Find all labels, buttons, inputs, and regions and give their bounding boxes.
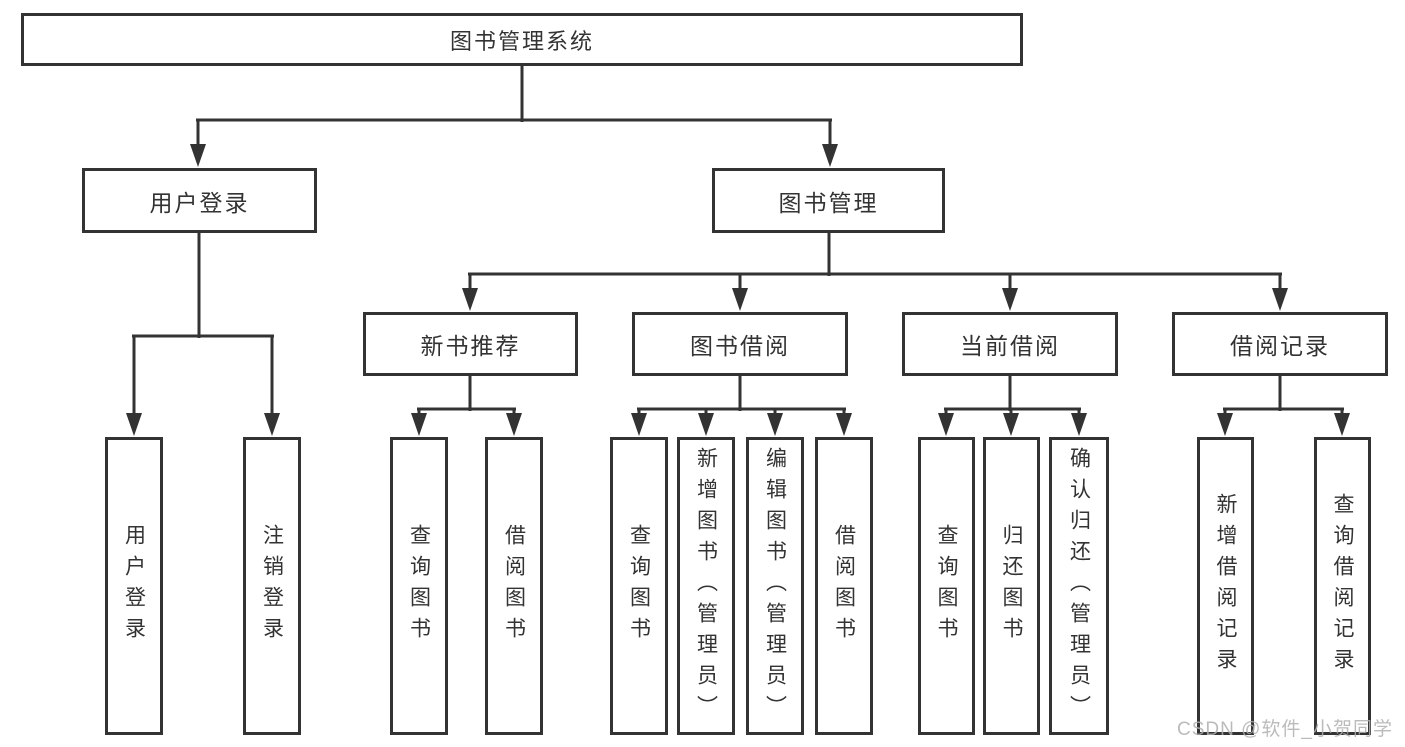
leaf-user-login: 用户登录 xyxy=(105,437,163,735)
leaf-label: 编辑图书（管理员） xyxy=(763,446,787,726)
node-library-management-system: 图书管理系统 xyxy=(21,13,1023,66)
leaf-label: 归还图书 xyxy=(1000,524,1023,648)
leaf-label: 新增图书（管理员） xyxy=(694,446,718,726)
leaf-label: 查询借阅记录 xyxy=(1331,493,1354,679)
leaf-borrow-books-recommend: 借阅图书 xyxy=(485,437,543,735)
leaf-query-books-borrowing: 查询图书 xyxy=(610,437,668,735)
leaf-add-borrow-record: 新增借阅记录 xyxy=(1197,437,1254,735)
leaf-confirm-return-admin: 确认归还（管理员） xyxy=(1049,437,1109,735)
node-book-borrowing: 图书借阅 xyxy=(632,312,848,376)
node-label: 图书管理系统 xyxy=(449,28,594,54)
node-current-borrowing: 当前借阅 xyxy=(902,312,1118,376)
leaf-query-books-recommend: 查询图书 xyxy=(390,437,448,735)
leaf-label: 查询图书 xyxy=(627,524,651,648)
leaf-borrow-books: 借阅图书 xyxy=(815,437,873,735)
leaf-label: 确认归还（管理员） xyxy=(1067,446,1091,726)
node-borrow-records: 借阅记录 xyxy=(1172,312,1388,376)
leaf-label: 新增借阅记录 xyxy=(1214,493,1237,679)
leaf-query-borrow-record: 查询借阅记录 xyxy=(1314,437,1371,735)
leaf-label: 注销登录 xyxy=(260,524,284,648)
leaf-logout: 注销登录 xyxy=(243,437,301,735)
leaf-label: 借阅图书 xyxy=(832,524,856,648)
leaf-label: 查询图书 xyxy=(407,524,431,648)
leaf-label: 借阅图书 xyxy=(502,524,526,648)
watermark: CSDN @软件_小贺同学 xyxy=(1177,719,1393,740)
leaf-query-books-current: 查询图书 xyxy=(918,437,975,735)
node-book-management: 图书管理 xyxy=(712,168,945,233)
node-label: 用户登录 xyxy=(149,189,250,216)
leaf-label: 查询图书 xyxy=(935,524,958,648)
leaf-return-books: 归还图书 xyxy=(983,437,1040,735)
node-label: 新书推荐 xyxy=(420,333,521,359)
node-user-login: 用户登录 xyxy=(82,168,317,233)
leaf-add-book-admin: 新增图书（管理员） xyxy=(677,437,735,735)
node-label: 当前借阅 xyxy=(960,333,1060,359)
node-new-book-recommend: 新书推荐 xyxy=(363,312,578,376)
node-label: 图书管理 xyxy=(778,189,879,216)
leaf-label: 用户登录 xyxy=(122,524,146,648)
node-label: 借阅记录 xyxy=(1230,333,1330,359)
node-label: 图书借阅 xyxy=(690,333,790,359)
leaf-edit-book-admin: 编辑图书（管理员） xyxy=(746,437,804,735)
